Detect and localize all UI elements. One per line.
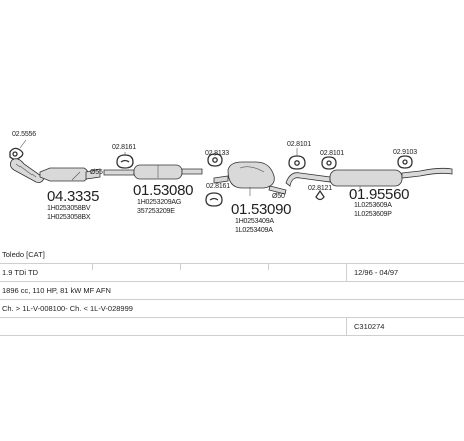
hanger-part-02-8133 xyxy=(207,153,223,167)
label-rear-oem-2: 1L0253609P xyxy=(354,211,392,218)
row-ref: C310274 xyxy=(0,318,464,336)
date-range-text: 12/96 - 04/97 xyxy=(354,268,399,277)
label-02-8101: 02.8101 xyxy=(287,141,311,148)
engine-text: 1.9 TDi TD xyxy=(2,268,38,277)
label-02-5556: 02.5556 xyxy=(12,131,36,138)
row-engine: 1.9 TDi TD 12/96 - 04/97 xyxy=(0,264,464,282)
middle-silencer-part-01-53090 xyxy=(213,161,287,195)
label-02-8161-a: 02.8161 xyxy=(112,144,136,151)
label-dim-55: Ø55 xyxy=(90,169,103,176)
row-model: Toledo [CAT] xyxy=(0,246,464,264)
rear-silencer-part-01-95560 xyxy=(285,167,453,187)
label-dim-50: Ø50 xyxy=(272,193,285,200)
exhaust-diagram: 02.5556 04.3335 1H0253058BV 1H0253058BX … xyxy=(9,131,453,234)
label-02-8161-b: 02.8161 xyxy=(206,183,230,190)
label-mid-oem-1: 1H0253409A xyxy=(235,218,274,225)
hanger-part-02-8121 xyxy=(315,189,325,201)
row-chassis: Ch. > 1L-V-008100- Ch. < 1L-V-028999 xyxy=(0,300,464,318)
hanger-part-02-8101-b xyxy=(321,156,337,170)
hanger-part-02-8161-b xyxy=(205,192,223,207)
label-mid-oem-2: 1L0253409A xyxy=(235,227,273,234)
vehicle-info-table: Toledo [CAT] 1.9 TDi TD 12/96 - 04/97 18… xyxy=(0,246,464,336)
label-02-8101-b: 02.8101 xyxy=(320,150,344,157)
label-02-8133: 02.8133 xyxy=(205,150,229,157)
ref-text: C310274 xyxy=(354,322,385,331)
label-01-95560: 01.95560 xyxy=(349,186,409,203)
label-01-53090: 01.53090 xyxy=(231,201,291,218)
label-front-oem-2: 357253209E xyxy=(137,208,175,215)
flange-part-02-5556 xyxy=(9,147,24,160)
label-01-53080: 01.53080 xyxy=(133,182,193,199)
hanger-part-02-8161-a xyxy=(116,154,134,169)
label-rear-oem-1: 1L0253609A xyxy=(354,202,392,209)
hanger-part-02-8101 xyxy=(288,155,306,170)
hanger-part-02-9103 xyxy=(397,155,413,169)
catalytic-converter-part-04-3335 xyxy=(10,158,101,183)
chassis-text: Ch. > 1L-V-008100- Ch. < 1L-V-028999 xyxy=(2,304,133,313)
label-cat-oem-2: 1H0253058BX xyxy=(47,214,91,221)
label-04-3335: 04.3335 xyxy=(47,188,99,205)
model-text: Toledo [CAT] xyxy=(2,250,45,259)
details-text: 1896 cc, 110 HP, 81 kW MF AFN xyxy=(2,286,111,295)
label-front-oem-1: 1H0253209AG xyxy=(137,199,181,206)
row-details: 1896 cc, 110 HP, 81 kW MF AFN xyxy=(0,282,464,300)
label-02-9103: 02.9103 xyxy=(393,149,417,156)
label-cat-oem-1: 1H0253058BV xyxy=(47,205,91,212)
label-02-8121: 02.8121 xyxy=(308,185,332,192)
